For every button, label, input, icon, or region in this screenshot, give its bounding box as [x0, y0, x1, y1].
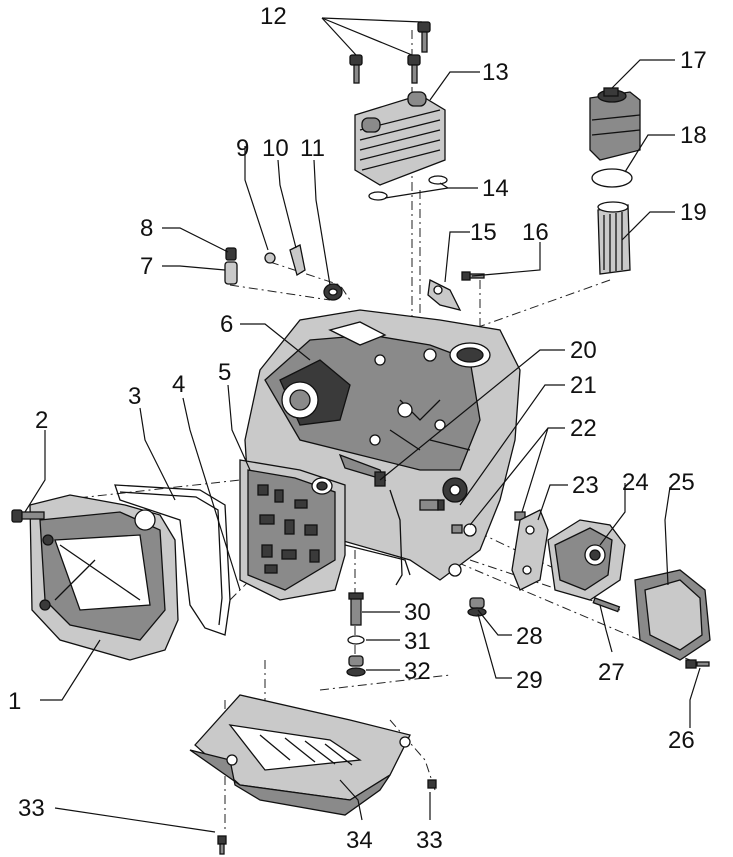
leader-lines — [24, 17, 701, 833]
callout-15: 15 — [470, 219, 497, 246]
callout-22: 22 — [570, 415, 597, 442]
part-side-cover — [29, 494, 179, 661]
callout-4: 4 — [172, 371, 185, 398]
callout-31: 31 — [404, 628, 431, 655]
callout-20: 20 — [570, 337, 597, 364]
callout-27: 27 — [598, 659, 625, 686]
callout-17: 17 — [680, 47, 707, 74]
callout-33-left: 33 — [18, 795, 45, 822]
callout-30: 30 — [404, 599, 431, 626]
callout-26: 26 — [668, 727, 695, 754]
callout-24: 24 — [622, 469, 649, 496]
part-pump-housing — [547, 519, 626, 613]
callout-33-right: 33 — [416, 827, 443, 854]
part-bracket — [427, 271, 485, 311]
part-small-fittings — [224, 244, 343, 301]
callout-19: 19 — [680, 199, 707, 226]
part-plugs-seals — [346, 592, 487, 677]
callout-13: 13 — [482, 59, 509, 86]
callout-2: 2 — [35, 407, 48, 434]
callout-5: 5 — [218, 359, 231, 386]
callout-7: 7 — [140, 253, 153, 280]
callout-18: 18 — [680, 122, 707, 149]
part-oil-pan — [189, 694, 437, 855]
callout-23: 23 — [572, 472, 599, 499]
callout-32: 32 — [404, 658, 431, 685]
part-sleeve-pins — [419, 499, 549, 591]
callout-34: 34 — [346, 827, 373, 854]
callout-29: 29 — [516, 667, 543, 694]
callout-25: 25 — [668, 469, 695, 496]
part-selector-shaft — [338, 453, 403, 586]
callout-12: 12 — [260, 3, 287, 30]
callout-6: 6 — [220, 311, 233, 338]
callout-21: 21 — [570, 372, 597, 399]
callout-14: 14 — [482, 175, 509, 202]
part-oil-cooler — [349, 21, 448, 201]
callout-3: 3 — [128, 383, 141, 410]
callout-8: 8 — [140, 215, 153, 242]
part-valve-body — [239, 459, 411, 601]
callout-28: 28 — [516, 623, 543, 650]
callout-9: 9 — [236, 135, 249, 162]
callout-labels: 1 2 3 4 5 6 7 8 9 10 11 12 13 14 15 16 1… — [8, 3, 707, 854]
part-rear-cover — [634, 569, 711, 669]
callout-10: 10 — [262, 135, 289, 162]
part-cover-gasket — [114, 484, 231, 636]
part-filter-assembly — [589, 87, 641, 275]
callout-16: 16 — [522, 219, 549, 246]
callout-11: 11 — [300, 135, 325, 162]
callout-1: 1 — [8, 688, 21, 715]
part-bolt-2 — [11, 509, 45, 523]
